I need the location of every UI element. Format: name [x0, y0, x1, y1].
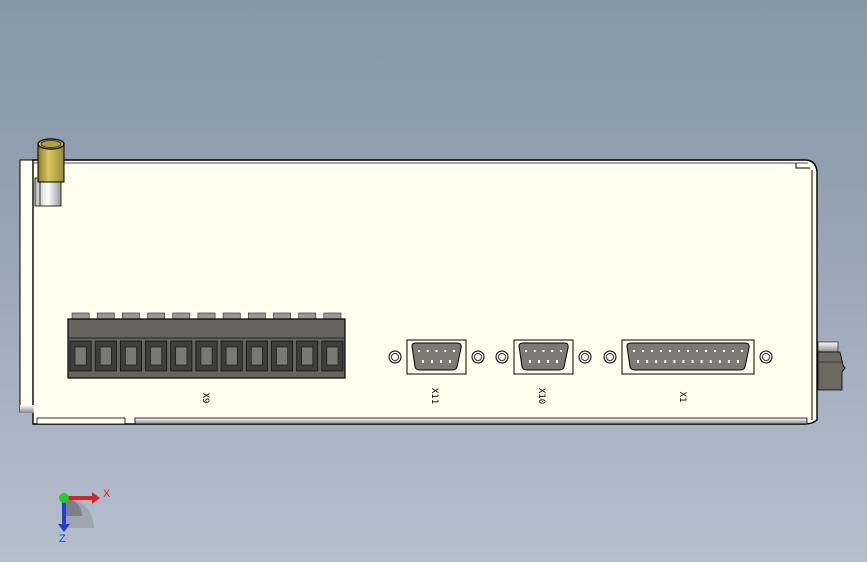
x9-label: X9 [200, 393, 210, 404]
x10-dsub9-connector[interactable] [495, 339, 592, 375]
module-housing[interactable] [19, 159, 818, 425]
x10-label: X10 [536, 388, 546, 404]
z-axis-label: Z [59, 533, 66, 545]
x-axis-label: X [103, 488, 111, 500]
x11-dsub9-connector[interactable] [388, 339, 485, 375]
x9-terminal-block[interactable] [67, 312, 346, 379]
y-axis-dot [59, 493, 69, 503]
x11-label: X11 [429, 388, 439, 404]
side-latch[interactable] [817, 341, 846, 391]
x1-label: X1 [677, 392, 687, 403]
antenna-connector[interactable] [34, 138, 65, 207]
x1-dsub25-connector[interactable] [603, 339, 773, 375]
coordinate-triad: X Z [58, 488, 111, 545]
